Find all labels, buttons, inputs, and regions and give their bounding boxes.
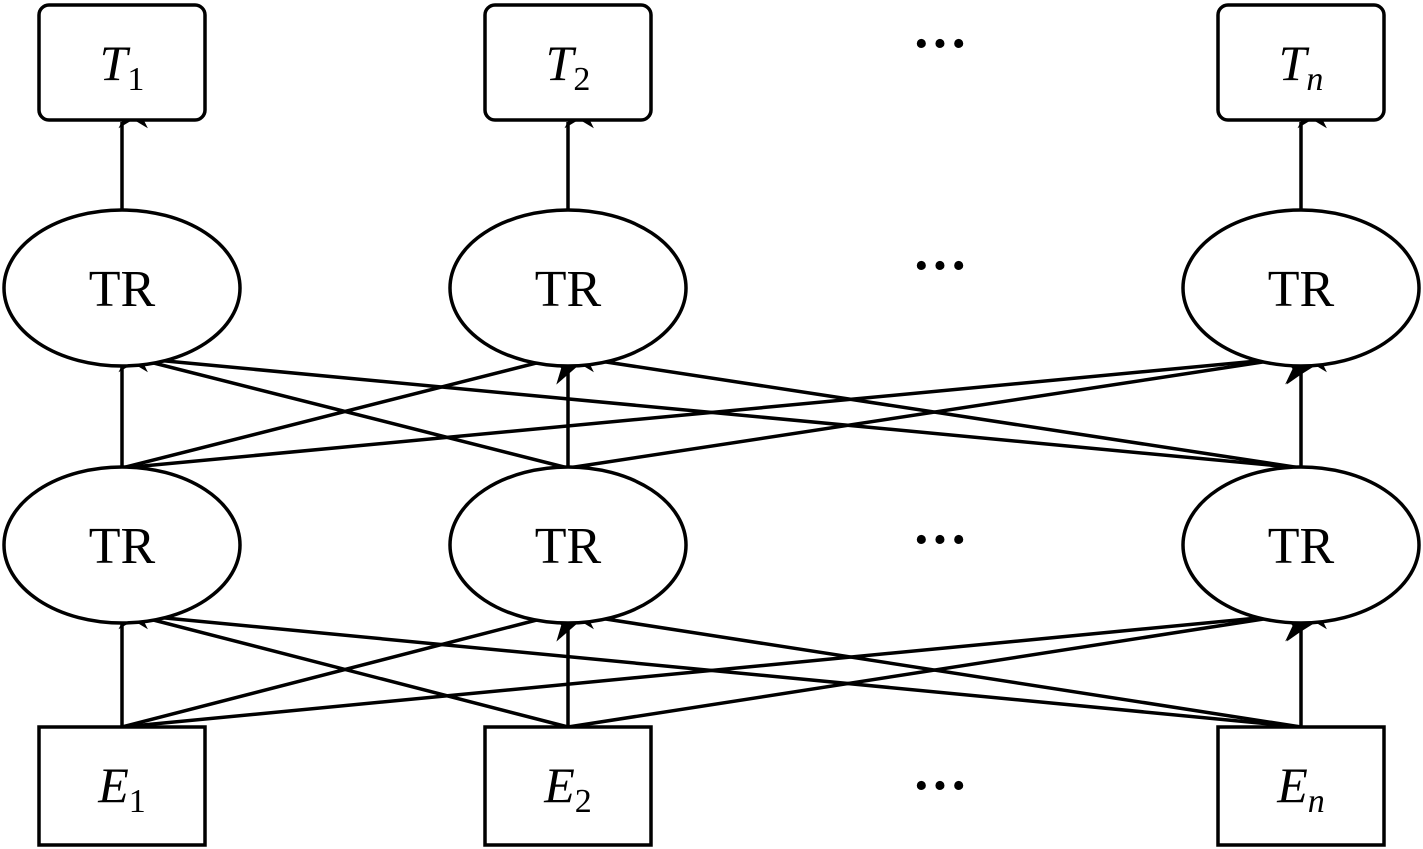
- svg-text:E2: E2: [543, 757, 592, 820]
- tr-upper-2: TR: [448, 208, 688, 368]
- tr-upper-2-label: TR: [535, 261, 602, 318]
- ellipsis-outputs: ···: [912, 13, 968, 75]
- edge-input-to-lower-2-to-n: [567, 612, 1314, 729]
- input-n-sub: n: [1308, 783, 1325, 820]
- output-n-main: T: [1279, 35, 1310, 91]
- edge-lower-to-upper-n-to-2: [558, 333, 1302, 470]
- output-node-n: Tn: [1216, 3, 1386, 122]
- ellipsis-lower-layer: ···: [912, 509, 968, 571]
- output-2-main: T: [546, 35, 577, 91]
- tr-upper-n-label: TR: [1268, 261, 1335, 318]
- tr-lower-n-label: TR: [1268, 518, 1335, 575]
- input-2-sub: 2: [575, 783, 592, 820]
- edge-input-to-lower-n-to-2: [558, 590, 1302, 729]
- edge-input-to-lower-1-to-2: [121, 613, 582, 729]
- ellipsis-inputs: ···: [912, 755, 968, 817]
- input-node-1: E1: [37, 725, 207, 847]
- edge-input-to-lower-2-to-1: [114, 591, 569, 729]
- tr-lower-2: TR: [448, 465, 688, 625]
- svg-text:T1: T1: [100, 35, 145, 98]
- input-1-sub: 1: [129, 783, 146, 820]
- edge-lower-to-upper-2-to-n: [567, 355, 1314, 470]
- input-1-main: E: [97, 757, 129, 813]
- tr-upper-1: TR: [2, 208, 242, 368]
- output-2-sub: 2: [573, 61, 590, 98]
- edge-lower-to-upper-1-to-2: [121, 356, 582, 470]
- output-1-main: T: [100, 35, 131, 91]
- tr-lower-1: TR: [2, 465, 242, 625]
- tr-upper-n: TR: [1181, 208, 1421, 368]
- ellipsis-upper-layer: ···: [912, 235, 968, 297]
- input-node-2: E2: [483, 725, 653, 847]
- svg-text:Tn: Tn: [1279, 35, 1324, 98]
- output-node-1: T1: [37, 3, 207, 122]
- svg-text:E1: E1: [97, 757, 146, 820]
- edge-lower-to-upper-2-to-1: [114, 334, 569, 470]
- edge-input-to-lower-n-to-1: [112, 589, 1302, 729]
- input-2-main: E: [543, 757, 575, 813]
- output-n-sub: n: [1306, 61, 1323, 98]
- input-node-n: En: [1216, 725, 1386, 847]
- svg-text:En: En: [1276, 757, 1325, 820]
- edge-lower-to-upper-n-to-1: [112, 332, 1302, 470]
- edges: [112, 98, 1327, 729]
- tr-upper-1-label: TR: [89, 261, 156, 318]
- svg-text:T2: T2: [546, 35, 591, 98]
- tr-lower-n: TR: [1181, 465, 1421, 625]
- input-n-main: E: [1276, 757, 1308, 813]
- output-node-2: T2: [483, 3, 653, 122]
- output-1-sub: 1: [127, 61, 144, 98]
- tr-lower-2-label: TR: [535, 518, 602, 575]
- tr-lower-1-label: TR: [89, 518, 156, 575]
